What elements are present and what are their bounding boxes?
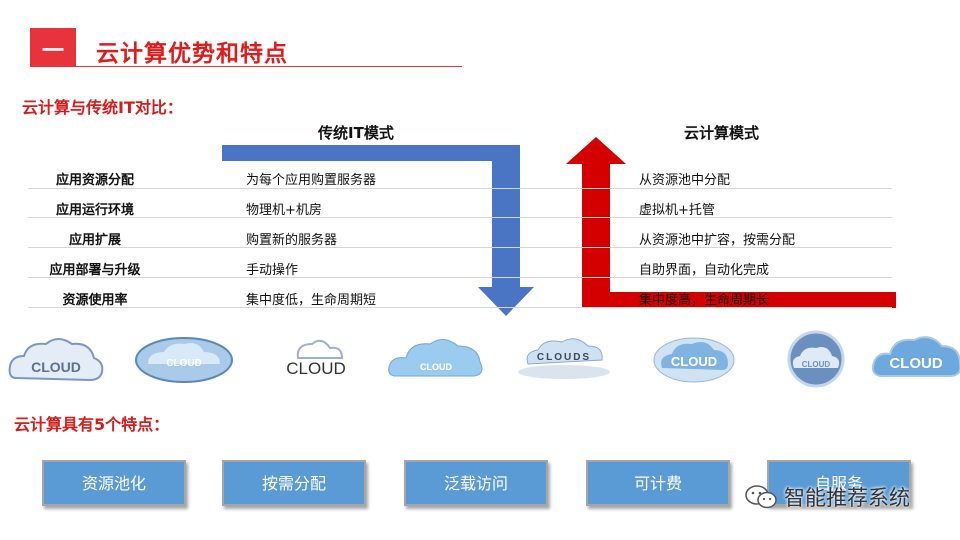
row-aspect-label: 应用运行环境 [55,203,134,218]
page-title: 云计算优势和特点 [96,41,288,67]
svg-text:CLOUD: CLOUD [286,359,346,378]
down-arrow-icon [222,145,534,316]
row-aspect-label: 应用扩展 [68,233,121,248]
svg-text:CLOUD: CLOUD [166,358,202,369]
comparison-subtitle: 云计算与传统IT对比： [22,98,183,117]
wechat-icon [745,485,777,509]
row-traditional-value: 集中度低，生命周期短 [246,293,377,308]
row-traditional-value: 物理机+机房 [246,203,322,218]
svg-text:CLOUD: CLOUD [31,359,81,375]
row-aspect-label: 应用资源分配 [55,173,134,188]
row-cloud-value: 集中度高，生命周期长 [639,293,770,308]
section-number-badge: 一 [30,28,76,66]
row-divider [28,217,892,218]
header-divider [30,66,462,67]
row-divider [28,188,892,189]
row-cloud-value: 从资源池中分配 [639,173,731,188]
row-aspect-label: 应用部署与升级 [49,263,141,278]
row-cloud-value: 从资源池中扩容，按需分配 [639,233,796,248]
row-traditional-value: 为每个应用购置服务器 [246,173,377,188]
up-arrow-icon [566,137,896,308]
cloud-icon: CLOUD [653,337,735,383]
row-divider [28,277,892,278]
features-subtitle: 云计算具有5个特点： [14,415,170,434]
row-cloud-value: 虚拟机+托管 [639,203,715,218]
feature-self-service[interactable]: 自服务 [767,460,911,506]
cloud-icon: CLOUDS [518,338,610,379]
cloud-icon: CLOUD [388,339,483,377]
column-header-cloud: 云计算模式 [684,124,760,142]
column-header-traditional: 传统IT模式 [318,124,394,142]
cloud-icon: CLOUD [787,330,845,388]
svg-text:CLOUD: CLOUD [802,360,831,369]
feature-metered[interactable]: 可计费 [586,460,730,506]
svg-text:CLOUD: CLOUD [420,362,452,372]
cloud-icon: CLOUD [135,337,233,383]
row-cloud-value: 自助界面，自动化完成 [639,263,770,278]
svg-text:CLOUDS: CLOUDS [537,352,591,363]
row-aspect-label: 资源使用率 [62,293,128,308]
cloud-icon: CLOUD [871,336,960,377]
feature-on-demand[interactable]: 按需分配 [222,460,366,506]
watermark-text: 智能推荐系统 [784,486,910,510]
cloud-icon: CLOUD [286,339,346,378]
row-divider [28,307,892,308]
svg-text:CLOUD: CLOUD [671,354,717,369]
row-traditional-value: 手动操作 [246,263,299,278]
section-number: 一 [41,39,64,64]
row-divider [28,247,892,248]
feature-ubiquitous-access[interactable]: 泛载访问 [404,460,548,506]
svg-text:CLOUD: CLOUD [889,355,942,372]
feature-resource-pooling[interactable]: 资源池化 [42,460,186,506]
cloud-icon: CLOUD [8,338,104,382]
row-traditional-value: 购置新的服务器 [246,233,338,248]
